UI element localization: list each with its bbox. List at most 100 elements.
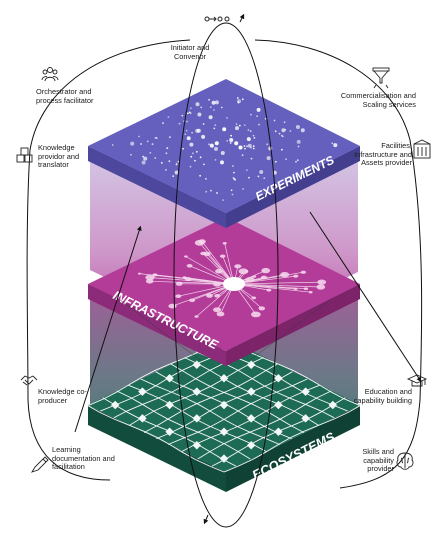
ecosystem-node xyxy=(165,427,174,437)
graduation-cap-icon xyxy=(406,374,428,387)
experiment-dot xyxy=(188,111,191,114)
network-link xyxy=(233,283,311,293)
ecosystem-node xyxy=(301,414,310,423)
experiment-dot xyxy=(172,175,175,178)
chain-link-icon xyxy=(204,16,230,22)
network-link xyxy=(233,283,321,288)
network-link xyxy=(149,277,235,285)
experiment-dot xyxy=(143,156,148,161)
experiment-dot xyxy=(160,162,163,164)
experiment-dot xyxy=(166,147,169,150)
experiment-dot xyxy=(165,152,168,155)
network-node xyxy=(244,270,249,273)
experiment-dot xyxy=(229,138,234,142)
experiment-dot xyxy=(130,153,132,156)
network-node xyxy=(300,270,307,274)
experiment-dot xyxy=(247,143,252,148)
network-node xyxy=(206,293,213,298)
experiment-dot xyxy=(257,175,260,178)
experiment-dot xyxy=(250,157,253,160)
experiment-dot xyxy=(201,134,206,139)
experiment-dot xyxy=(297,145,300,148)
experiment-dot xyxy=(146,140,149,143)
right-orbit xyxy=(254,39,423,489)
experiment-dot xyxy=(258,123,260,126)
experiment-dot xyxy=(235,126,239,131)
experiment-dot xyxy=(283,121,286,124)
ecosystem-grid-line xyxy=(223,404,361,473)
experiment-dot xyxy=(289,130,292,132)
experiment-dot xyxy=(142,155,145,158)
network-node xyxy=(251,296,257,300)
experiment-dot xyxy=(214,124,217,126)
experiment-dot xyxy=(216,192,218,194)
ecosystem-grid-line xyxy=(87,404,225,473)
ecosystem-node xyxy=(138,387,147,396)
network-node xyxy=(168,303,177,309)
experiment-dot xyxy=(205,178,207,180)
experiment-dot xyxy=(266,156,271,161)
ecosystem-node xyxy=(328,400,338,410)
experiment-dot xyxy=(140,143,143,145)
experiment-dot xyxy=(214,141,219,146)
experiment-dot xyxy=(230,134,233,137)
experiment-dot xyxy=(195,128,200,133)
experiment-dot xyxy=(209,106,212,108)
ecosystems-layer: ECOSYSTEMS xyxy=(87,337,361,492)
network-node xyxy=(222,242,227,245)
experiment-dot xyxy=(154,137,157,139)
ecosystem-node xyxy=(246,440,256,450)
experiment-dot xyxy=(205,190,208,193)
diagonal-arrow-line xyxy=(74,225,142,433)
network-node xyxy=(317,279,327,285)
ecosystem-node xyxy=(246,360,256,370)
orbit-lines xyxy=(26,13,423,528)
role-skills: Skills and capability provider xyxy=(362,447,394,474)
right-diagonal-line xyxy=(309,211,422,383)
experiment-dot xyxy=(233,171,235,174)
building-icon xyxy=(413,139,431,159)
network-node xyxy=(293,274,299,278)
infrastructure-layer: INFRASTRUCTURE xyxy=(88,217,360,366)
experiment-dot xyxy=(252,147,255,150)
experiment-dot xyxy=(191,131,194,134)
experiment-dot xyxy=(149,152,152,154)
network-node xyxy=(203,251,211,256)
experiment-dot xyxy=(189,165,192,168)
experiment-dot xyxy=(295,160,297,163)
experiment-dot xyxy=(174,170,179,175)
network-node xyxy=(175,281,183,286)
experiment-dot xyxy=(214,146,218,151)
experiment-dot xyxy=(250,146,253,149)
experiment-dot xyxy=(222,199,225,202)
experiments-layer: EXPERIMENTS xyxy=(88,79,360,228)
funnel-icon xyxy=(372,67,390,89)
experiment-dot xyxy=(273,119,276,122)
experiment-dot xyxy=(235,123,238,125)
experiment-dot xyxy=(266,143,269,146)
network-link xyxy=(172,283,235,307)
experiment-dot xyxy=(200,106,203,109)
network-link xyxy=(233,283,306,290)
network-node xyxy=(303,287,309,291)
experiment-dot xyxy=(208,98,211,101)
experiment-dot xyxy=(243,124,246,126)
network-node xyxy=(182,276,187,279)
experiment-dot xyxy=(168,160,171,163)
experiment-dot xyxy=(185,129,188,132)
experiment-dot xyxy=(241,98,244,101)
role-knowledge-coproducer: Knowledge co-producer xyxy=(38,387,87,405)
ecosystem-node xyxy=(246,387,256,396)
experiment-dot xyxy=(281,128,286,133)
experiment-dot xyxy=(296,139,301,144)
experiment-dot xyxy=(246,169,248,172)
experiment-dot xyxy=(222,127,227,132)
network-node xyxy=(261,267,271,274)
experiment-dot xyxy=(246,137,251,142)
ecosystem-node xyxy=(192,387,202,396)
top-arrow xyxy=(239,13,245,23)
experiment-dot xyxy=(237,99,241,104)
experiment-dot xyxy=(230,189,233,192)
experiment-dot xyxy=(208,143,210,146)
experiment-dot xyxy=(263,177,266,180)
